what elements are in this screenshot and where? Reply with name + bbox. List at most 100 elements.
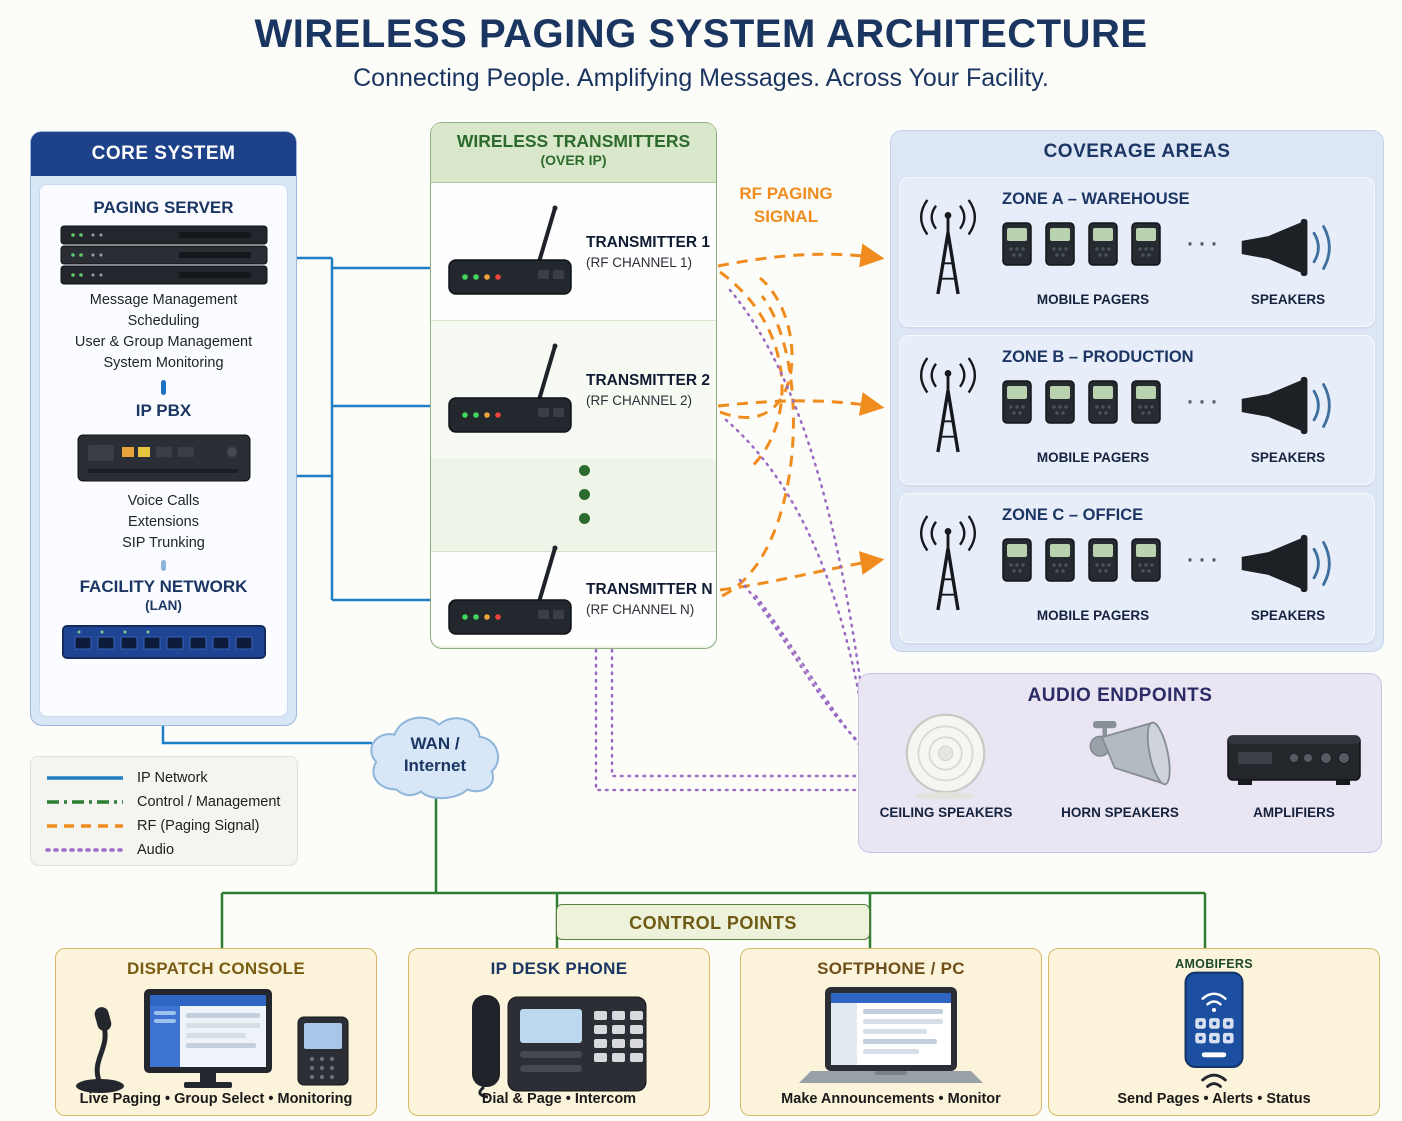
pager-group (1002, 538, 1161, 582)
network-switch-icon (61, 625, 266, 660)
pager-icon (1131, 380, 1161, 424)
ellipsis: ··· (1185, 226, 1221, 259)
legend-label: Control / Management (137, 793, 281, 810)
amplifiers-item: AMPLIFIERS (1207, 712, 1381, 820)
speaker-icon (1236, 532, 1336, 595)
wan-label-line2: Internet (403, 756, 467, 776)
legend-label: IP Network (137, 769, 208, 786)
zone-title: ZONE B – PRODUCTION (1002, 348, 1194, 366)
coverage-areas-panel: COVERAGE AREAS ZONE A – WAREHOUSE ··· MO… (890, 130, 1384, 652)
paging-server-title: PAGING SERVER (93, 198, 234, 217)
transmitter-icon (443, 542, 578, 642)
rf-paging-signal-label: RF PAGING SIGNAL (718, 183, 854, 229)
rf-label-line1: RF PAGING (739, 184, 833, 203)
audio-endpoints-title: AUDIO ENDPOINTS (1027, 685, 1213, 706)
zone-card-production: ZONE B – PRODUCTION ··· MOBILE PAGERS SP… (899, 335, 1375, 485)
page-subtitle: Connecting People. Amplifying Messages. … (353, 64, 1049, 92)
transmitter-name: TRANSMITTER N (586, 581, 713, 598)
audio-endpoints-panel: AUDIO ENDPOINTS CEILING SPEAKERS (858, 673, 1382, 853)
pager-group (1002, 222, 1161, 266)
ellipsis: ··· (1185, 542, 1221, 575)
dispatch-console-title: DISPATCH CONSOLE (127, 959, 305, 978)
speakers-label: SPEAKERS (1250, 450, 1326, 465)
mobile-pagers-label: MOBILE PAGERS (1036, 450, 1150, 465)
pager-icon (1045, 222, 1075, 266)
pager-icon (1088, 222, 1118, 266)
zone-title: ZONE C – OFFICE (1002, 506, 1144, 524)
mobile-app-caption: Send Pages • Alerts • Status (1117, 1091, 1311, 1107)
smartphone-icon (1184, 971, 1244, 1088)
solid-line-swatch (47, 775, 123, 780)
laptop-icon (798, 987, 983, 1083)
dashed-line-swatch (47, 823, 123, 828)
transmitter-name: TRANSMITTER 1 (586, 233, 710, 251)
pager-icon (1131, 222, 1161, 266)
transmitter-name: TRANSMITTER 2 (586, 372, 710, 389)
wan-internet-cloud: WAN / Internet (360, 706, 510, 804)
mobile-pagers-label: MOBILE PAGERS (1036, 608, 1150, 623)
softphone-pc-title: SOFTPHONE / PC (817, 959, 965, 978)
dash-dot-line-swatch (47, 799, 123, 804)
antenna-icon (912, 352, 984, 458)
mobile-app-panel: AMOBIFERS Send Pages • Alerts (1048, 948, 1380, 1116)
ip-pbx-title: IP PBX (135, 401, 192, 421)
antenna-icon (912, 194, 984, 300)
cloud-icon (370, 716, 500, 800)
mobile-pagers-label: MOBILE PAGERS (1036, 292, 1150, 307)
speakers-label: SPEAKERS (1250, 292, 1326, 307)
rf-signal-lines (717, 243, 885, 598)
transmitters-subtitle: (OVER IP) (540, 152, 607, 168)
section-connector (161, 380, 166, 396)
legend-label: Audio (137, 841, 175, 858)
pager-icon (1088, 538, 1118, 582)
audio-lines (594, 288, 874, 792)
pager-icon (1002, 222, 1032, 266)
transmitters-header: WIRELESS TRANSMITTERS (OVER IP) (431, 123, 716, 183)
dispatch-console-panel: DISPATCH CONSOLE (55, 948, 377, 1116)
horn-speakers-item: HORN SPEAKERS (1033, 712, 1207, 820)
control-points-header: CONTROL POINTS (556, 904, 870, 940)
ip-pbx-feature: Extensions (128, 514, 199, 531)
rf-label-line2: SIGNAL (753, 206, 819, 226)
transmitter-icon (443, 202, 578, 302)
paging-server-feature: User & Group Management (74, 334, 253, 351)
zone-title: ZONE A – WAREHOUSE (1002, 190, 1190, 208)
facility-network-subtitle: (LAN) (145, 598, 182, 614)
zone-card-warehouse: ZONE A – WAREHOUSE ··· MOBILE PAGERS SPE… (899, 177, 1375, 327)
pager-group (1002, 380, 1161, 424)
ceiling-speakers-label: CEILING SPEAKERS (879, 805, 1013, 820)
transmitter-row: TRANSMITTER 1 (RF CHANNEL 1) (431, 183, 716, 321)
facility-network-title: FACILITY NETWORK (79, 577, 248, 597)
ip-pbx-feature: Voice Calls (127, 493, 200, 510)
transmitters-panel: WIRELESS TRANSMITTERS (OVER IP) TRANSMIT… (430, 122, 717, 649)
wan-label-line1: WAN / (410, 734, 460, 753)
pager-icon (1045, 538, 1075, 582)
transmitter-channel: (RF CHANNEL 2) (586, 393, 693, 408)
ellipsis: ··· (1185, 384, 1221, 417)
core-system-panel: CORE SYSTEM PAGING SERVER Message Manage… (30, 131, 297, 726)
horn-speakers-label: HORN SPEAKERS (1061, 805, 1179, 820)
rack-server-icon (60, 225, 267, 285)
section-connector (161, 560, 166, 572)
softphone-pc-caption: Make Announcements • Monitor (781, 1091, 1001, 1107)
core-system-body: PAGING SERVER Message Management Schedul… (39, 184, 288, 717)
page-title: WIRELESS PAGING SYSTEM ARCHITECTURE (254, 12, 1148, 56)
speaker-icon (1236, 374, 1336, 437)
dispatch-console-caption: Live Paging • Group Select • Monitoring (79, 1091, 353, 1107)
transmitter-channel: (RF CHANNEL 1) (586, 254, 693, 270)
pager-icon (1088, 380, 1118, 424)
pager-icon (1045, 380, 1075, 424)
transmitter-row: TRANSMITTER N (RF CHANNEL N) (431, 551, 716, 646)
ceiling-speakers-item: CEILING SPEAKERS (859, 712, 1033, 820)
legend: IP Network Control / Management RF (Pagi… (30, 756, 298, 866)
ceiling-speaker-icon (905, 713, 986, 800)
ip-pbx-icon (77, 434, 250, 482)
legend-item-rf: RF (Paging Signal) (45, 814, 297, 837)
speakers-label: SPEAKERS (1250, 608, 1326, 623)
legend-item-audio: Audio (45, 838, 297, 861)
desk-phone-icon (472, 995, 647, 1099)
transmitter-row: TRANSMITTER 2 (RF CHANNEL 2) (431, 321, 716, 459)
legend-item-control: Control / Management (45, 790, 297, 813)
ip-desk-phone-caption: Dial & Page • Intercom (481, 1091, 637, 1107)
